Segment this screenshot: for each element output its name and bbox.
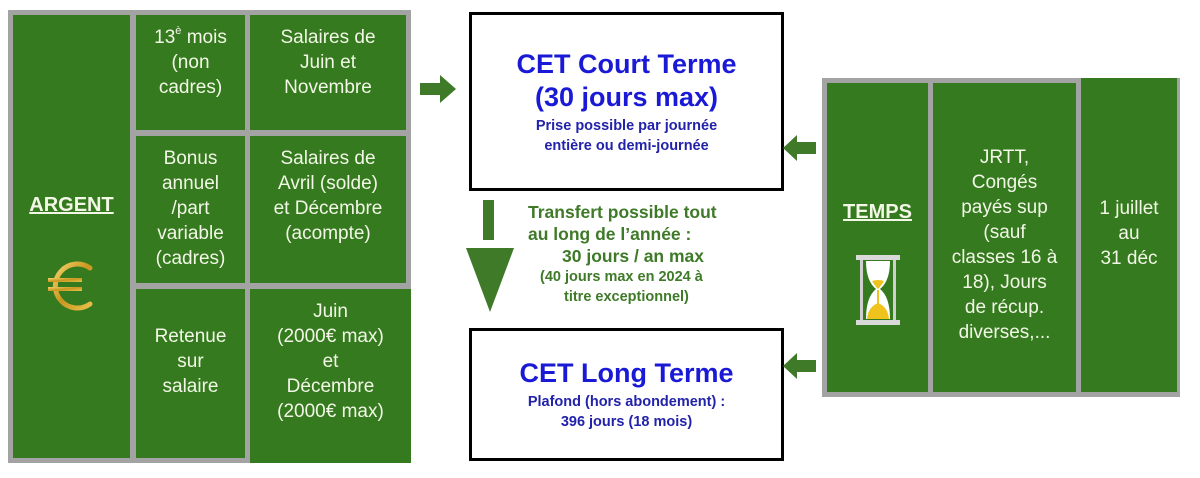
arrow-left-icon xyxy=(783,135,816,161)
argent-row3-source: Retenue sur salaire xyxy=(136,289,245,458)
argent-row3-period: Juin (2000€ max) et Décembre (2000€ max) xyxy=(250,289,411,463)
cet-court-terme-box: CET Court Terme (30 jours max) Prise pos… xyxy=(469,12,784,191)
argent-row1-source: 13è mois (non cadres) xyxy=(136,15,245,130)
euro-icon xyxy=(47,261,92,311)
temps-header: TEMPS xyxy=(843,201,912,223)
argent-header-cell: ARGENT xyxy=(13,15,130,458)
temps-source-cell: JRTT, Congés payés sup (sauf classes 16 … xyxy=(933,83,1076,392)
arrow-left-icon xyxy=(783,353,816,379)
temps-period-cell: 1 juillet au 31 déc xyxy=(1081,78,1177,392)
argent-row1-period: Salaires de Juin et Novembre xyxy=(250,15,406,130)
arrow-right-icon xyxy=(420,75,456,103)
cet-long-terme-box: CET Long Terme Plafond (hors abondement)… xyxy=(469,328,784,461)
temps-header-cell: TEMPS xyxy=(827,83,928,392)
argent-row2-period: Salaires de Avril (solde) et Décembre (a… xyxy=(250,136,406,283)
argent-header: ARGENT xyxy=(29,194,114,216)
hourglass-icon xyxy=(855,255,900,325)
arrow-down-icon xyxy=(466,200,514,312)
argent-row2-source: Bonus annuel /part variable (cadres) xyxy=(136,136,245,283)
transfer-note: Transfert possible tout au long de l’ann… xyxy=(528,202,717,305)
